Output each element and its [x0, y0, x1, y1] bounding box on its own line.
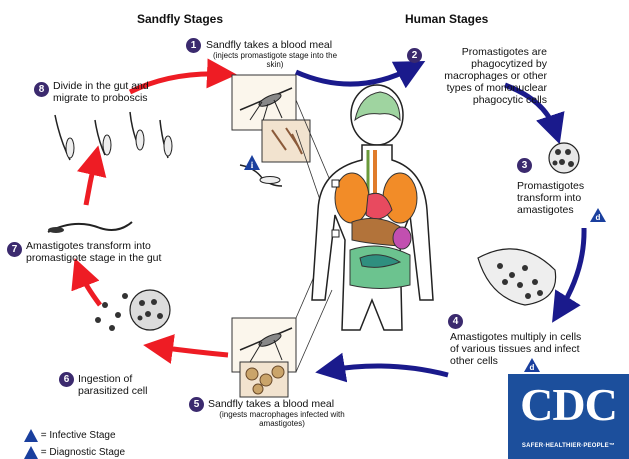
- promastigotes-stage-8: [55, 112, 172, 160]
- step-5-badge: 5: [189, 397, 204, 412]
- step-5-text: Sandfly takes a blood meal: [208, 398, 334, 410]
- cdc-logo-text: CDC: [508, 378, 629, 431]
- step-5-label: Sandfly takes a blood meal (ingests macr…: [208, 398, 356, 428]
- step-1-text: Sandfly takes a blood meal: [206, 39, 332, 51]
- diagnostic-stage-legend-icon: [24, 446, 38, 459]
- step-3-badge: 3: [517, 158, 532, 173]
- human-stages-header: Human Stages: [405, 12, 488, 26]
- step-6-badge: 6: [59, 372, 74, 387]
- promastigote-stage-7: [48, 222, 132, 233]
- step-8-badge: 8: [34, 82, 49, 97]
- step-2-badge: 2: [407, 48, 422, 63]
- sandfly-feeding-inset-5: [232, 318, 296, 397]
- step-7-badge: 7: [7, 242, 22, 257]
- arrow-7-to-8: [86, 160, 95, 205]
- infective-stage-marker: i: [244, 155, 260, 170]
- step-4-badge: 4: [448, 314, 463, 329]
- legend-diagnostic: = Diagnostic Stage: [24, 446, 125, 459]
- step-8-text: Divide in the gut and migrate to probosc…: [53, 80, 165, 104]
- step-6-text: Ingestion of parasitized cell: [78, 373, 168, 397]
- arrow-5-to-6: [158, 347, 228, 355]
- arrow-4-to-5: [330, 366, 448, 375]
- legend-infective: = Infective Stage: [24, 429, 116, 442]
- arrow-3-to-4: [560, 228, 584, 310]
- macrophage-cell-stage-3: [549, 143, 579, 173]
- legend-diagnostic-text: = Diagnostic Stage: [41, 447, 125, 458]
- step-2-text: Promastigotes are phagocytized by macrop…: [425, 46, 547, 106]
- step-7-text: Amastigotes transform into promastigote …: [26, 240, 184, 264]
- step-3-text: Promastigotes transform into amastigotes: [517, 180, 629, 216]
- infected-cell-stage-4: [478, 249, 556, 305]
- cdc-logo-tagline: SAFER·HEALTHIER·PEOPLE™: [508, 443, 629, 449]
- step-1-badge: 1: [186, 38, 201, 53]
- step-5-subtext: (ingests macrophages infected with amast…: [208, 410, 356, 428]
- legend-infective-text: = Infective Stage: [41, 430, 116, 441]
- arrow-6-to-7: [80, 272, 100, 305]
- step-1-label: Sandfly takes a blood meal (injects prom…: [206, 39, 344, 69]
- connector-line: [296, 290, 332, 372]
- cdc-logo: CDC SAFER·HEALTHIER·PEOPLE™: [508, 374, 629, 459]
- sandfly-stages-header: Sandfly Stages: [137, 12, 223, 26]
- step-1-subtext: (injects promastigote stage into the ski…: [206, 51, 344, 69]
- arrow-1-to-2: [296, 68, 412, 84]
- sandfly-feeding-inset-1: [232, 75, 310, 162]
- step-4-text: Amastigotes multiply in cells of various…: [450, 331, 582, 367]
- infective-stage-legend-icon: [24, 429, 38, 442]
- parasitized-cell-stage-6: [95, 290, 170, 331]
